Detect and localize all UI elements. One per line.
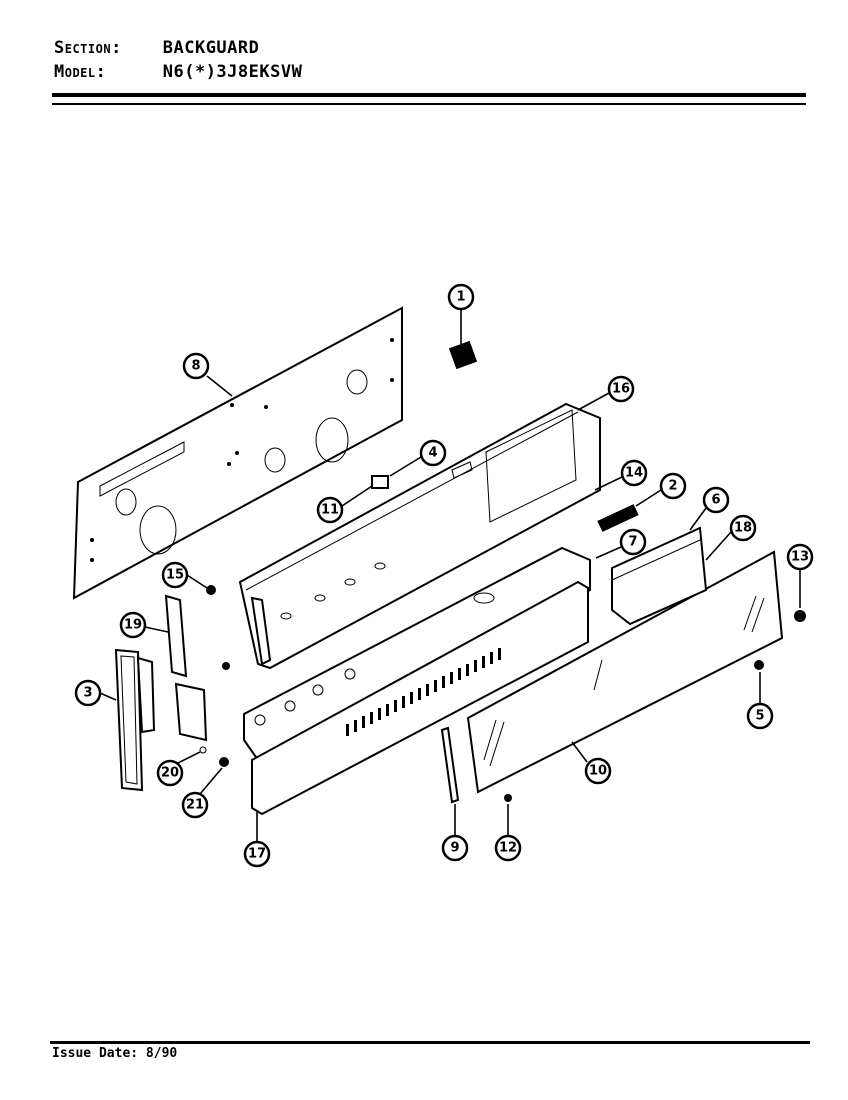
section-heading: Section: BACKGUARD bbox=[54, 38, 259, 58]
callout-21: 21 bbox=[181, 791, 209, 819]
callout-10: 10 bbox=[584, 757, 612, 785]
svg-text:19: 19 bbox=[124, 618, 142, 633]
callout-4: 4 bbox=[419, 439, 447, 467]
svg-text:18: 18 bbox=[734, 521, 752, 536]
svg-text:16: 16 bbox=[612, 382, 630, 397]
footer-rule bbox=[50, 1041, 810, 1044]
section-label: Section: bbox=[54, 38, 122, 58]
callout-7: 7 bbox=[619, 528, 647, 556]
svg-text:2: 2 bbox=[668, 479, 677, 494]
rear-panel-part bbox=[72, 306, 403, 600]
callout-5: 5 bbox=[746, 702, 774, 730]
glass-panel-part bbox=[466, 550, 784, 794]
switch-knob-part bbox=[448, 340, 478, 370]
svg-text:7: 7 bbox=[628, 535, 637, 550]
leader-lines bbox=[99, 309, 801, 842]
callout-1: 1 bbox=[447, 283, 475, 311]
issue-date-value: 8/90 bbox=[145, 1046, 178, 1061]
callout-14: 14 bbox=[620, 459, 648, 487]
side-strip-part bbox=[440, 726, 460, 804]
screw-part bbox=[222, 662, 230, 670]
model-label: Model: bbox=[54, 62, 107, 82]
callout-11: 11 bbox=[316, 496, 344, 524]
svg-text:11: 11 bbox=[321, 503, 339, 518]
svg-text:9: 9 bbox=[450, 841, 459, 856]
end-cap-part bbox=[114, 648, 156, 792]
nut-5-part bbox=[754, 660, 764, 670]
callout-16: 16 bbox=[607, 375, 635, 403]
svg-text:3: 3 bbox=[83, 686, 92, 701]
svg-text:4: 4 bbox=[428, 446, 437, 461]
spring-part bbox=[597, 504, 639, 532]
svg-text:12: 12 bbox=[499, 841, 517, 856]
nut-15-part bbox=[206, 585, 216, 595]
issue-date: Issue Date: 8/90 bbox=[52, 1046, 177, 1061]
timer-module-part bbox=[611, 526, 708, 626]
svg-text:20: 20 bbox=[161, 766, 179, 781]
svg-text:14: 14 bbox=[625, 466, 643, 481]
callout-20: 20 bbox=[156, 759, 184, 787]
svg-text:1: 1 bbox=[456, 290, 465, 305]
control-panel-frame-part bbox=[238, 402, 601, 670]
section-value: BACKGUARD bbox=[162, 38, 260, 58]
trim-strip-part bbox=[243, 546, 591, 762]
side-bracket-part bbox=[164, 594, 208, 742]
callout-8: 8 bbox=[182, 352, 210, 380]
callout-17: 17 bbox=[243, 840, 271, 868]
washer-20-part bbox=[199, 746, 207, 754]
callout-18: 18 bbox=[729, 514, 757, 542]
callout-19: 19 bbox=[119, 611, 147, 639]
svg-text:5: 5 bbox=[755, 709, 764, 724]
svg-text:8: 8 bbox=[191, 359, 200, 374]
knob-13-part bbox=[794, 610, 806, 622]
vent-panel-part bbox=[251, 580, 589, 816]
screw-21-part bbox=[219, 757, 229, 767]
callout-2: 2 bbox=[659, 472, 687, 500]
callout-9: 9 bbox=[441, 834, 469, 862]
callout-3: 3 bbox=[74, 679, 102, 707]
model-value: N6(*)3J8EKSVW bbox=[162, 62, 303, 82]
header-rule-thin bbox=[52, 103, 806, 105]
issue-date-label: Issue Date: bbox=[52, 1046, 139, 1061]
callout-12: 12 bbox=[494, 834, 522, 862]
svg-text:17: 17 bbox=[248, 847, 266, 862]
svg-text:6: 6 bbox=[711, 493, 720, 508]
clip-part bbox=[371, 475, 389, 489]
svg-text:15: 15 bbox=[166, 568, 184, 583]
svg-text:10: 10 bbox=[589, 764, 607, 779]
callout-13: 13 bbox=[786, 543, 814, 571]
screw-12-part bbox=[504, 794, 512, 802]
svg-text:21: 21 bbox=[186, 798, 204, 813]
svg-text:13: 13 bbox=[791, 550, 809, 565]
header-rule-thick bbox=[52, 93, 806, 97]
callout-15: 15 bbox=[161, 561, 189, 589]
model-heading: Model: N6(*)3J8EKSVW bbox=[54, 62, 302, 82]
callout-6: 6 bbox=[702, 486, 730, 514]
